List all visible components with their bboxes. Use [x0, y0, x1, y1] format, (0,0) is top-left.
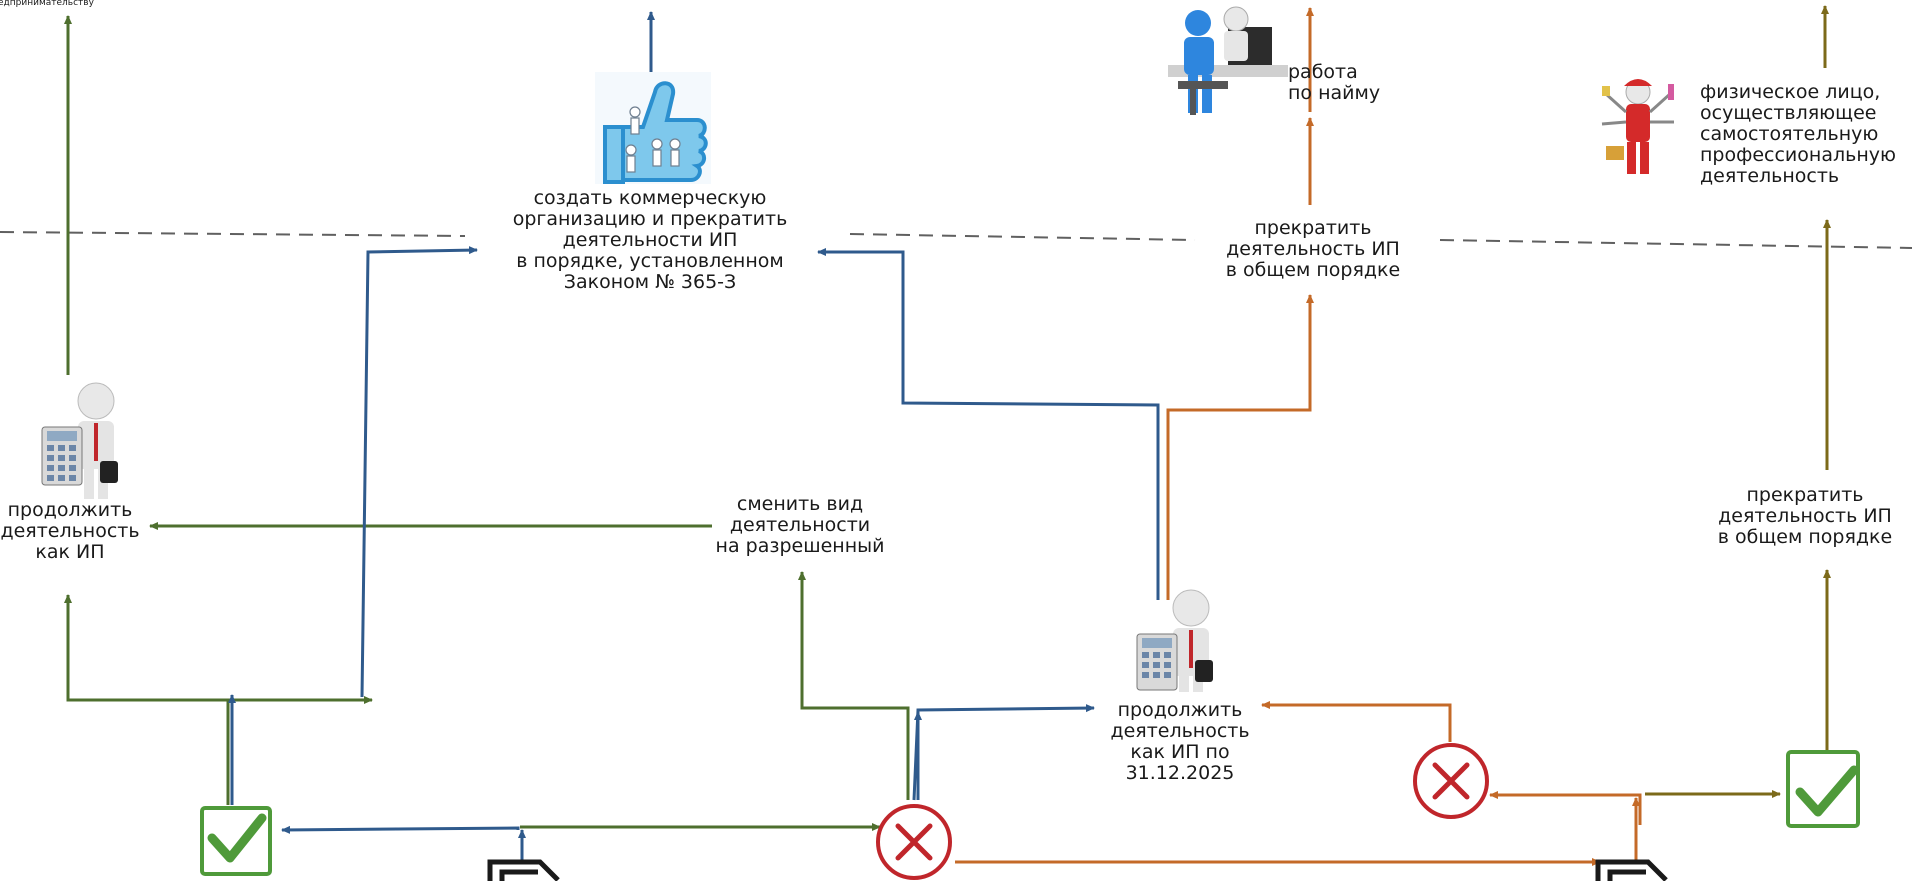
label-fragment-top-left: едпринимательству — [0, 0, 94, 8]
businessman-calculator-icon — [41, 382, 118, 499]
label-change-activity: сменить вид деятельности на разрешенный — [715, 493, 885, 557]
cross-icon — [1413, 743, 1489, 819]
orange-connectors — [955, 7, 1642, 866]
label-continue-2025: продолжить деятельность как ИП по 31.12.… — [1110, 699, 1250, 784]
businessman-calculator-icon — [1136, 589, 1213, 692]
office-worker-icon — [1168, 6, 1288, 115]
cross-icon — [876, 804, 952, 880]
check-icon — [200, 806, 272, 876]
label-self-employed: физическое лицо, осуществляющее самостоя… — [1700, 81, 1896, 187]
label-stop-general-right: прекратить деятельность ИП в общем поряд… — [1717, 484, 1893, 548]
label-stop-general-top: прекратить деятельность ИП в общем поряд… — [1225, 217, 1401, 281]
green-connectors — [64, 15, 910, 831]
check-icon — [1786, 750, 1860, 828]
label-employment: работа по найму — [1288, 61, 1381, 104]
multitasking-worker-icon — [1601, 79, 1674, 174]
label-continue-left: продолжить деятельность как ИП — [0, 499, 140, 563]
label-commercial-org: создать коммерческую организацию и прекр… — [512, 187, 788, 293]
document-icon — [487, 859, 560, 881]
document-icon — [1595, 859, 1668, 881]
olive-connectors — [1645, 5, 1831, 798]
dashed-divider — [0, 231, 1912, 249]
thumbs-up-group-icon — [595, 72, 711, 184]
